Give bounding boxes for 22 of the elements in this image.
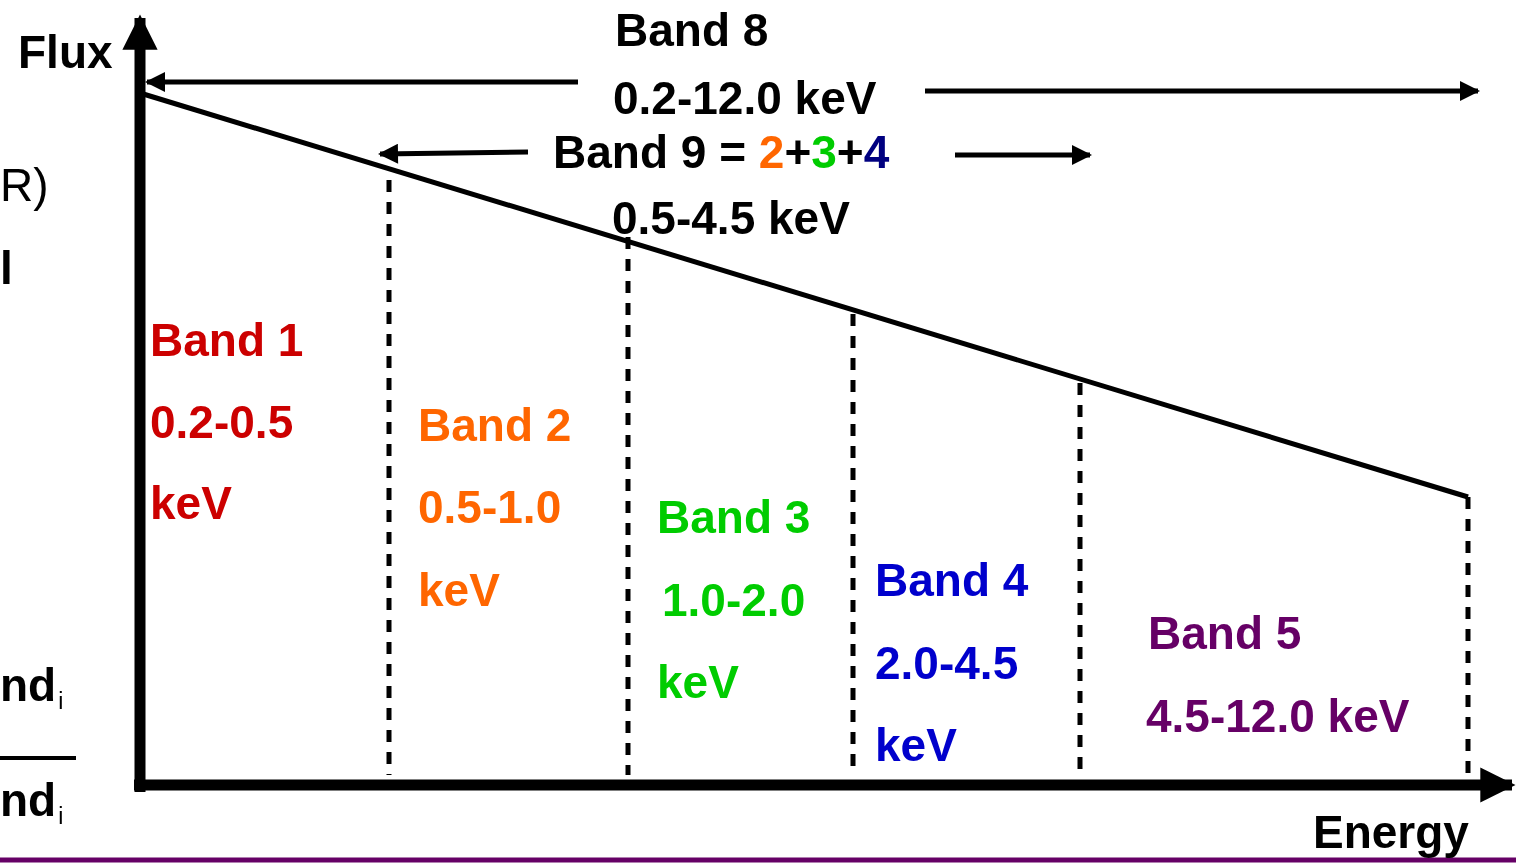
band-label: Band 5 [1148,610,1302,656]
band-label: 4.5-12.0 keV [1146,693,1410,739]
band-label: 1.0-2.0 [662,577,806,623]
band-label: nd$_{i}$ [0,662,64,714]
band-label: keV [150,480,232,526]
band-label: keV [418,567,500,613]
band-label: keV [657,659,739,705]
band-label: Band 4 [875,557,1029,603]
band-label: Band 8 [615,7,769,53]
band-label: Band 2 [418,402,572,448]
band-label: nd$_{i}$ [0,777,64,829]
band-label: Band 3 [657,494,811,540]
band-label: Band 1 [150,317,304,363]
band-label: 0.2-12.0 keV [613,75,877,121]
band-sum-label: Band 9 = 2+3+4 [553,129,890,175]
band-label: keV [875,722,957,768]
band-label: 0.5-1.0 [418,484,562,530]
band-label: Flux [18,29,113,75]
band-label: 0.5-4.5 keV [612,195,850,241]
band-label: 0.2-0.5 [150,399,294,445]
band-label: 2.0-4.5 [875,640,1019,686]
band-label: l [0,245,13,291]
